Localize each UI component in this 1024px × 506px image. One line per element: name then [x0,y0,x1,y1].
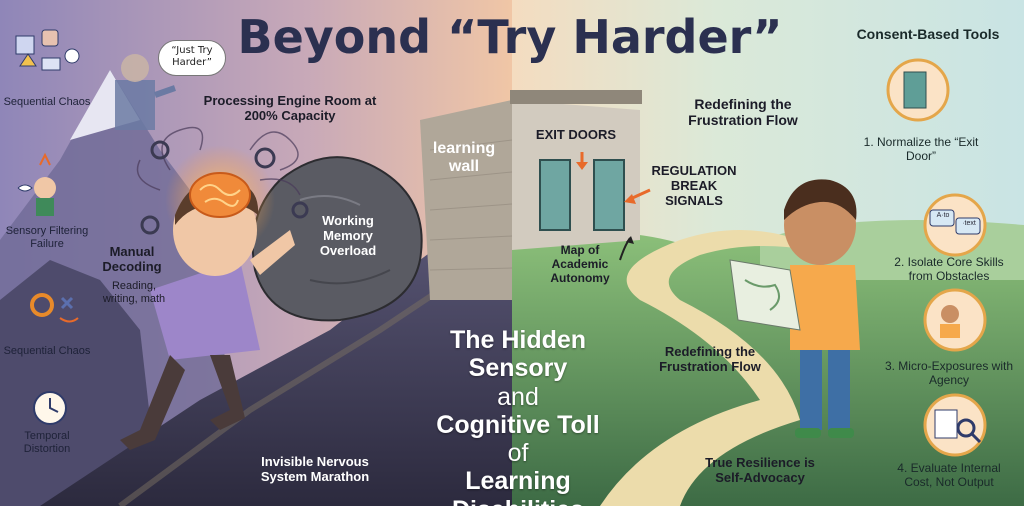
label-learning-wall: learning wall [432,140,496,176]
label-temporal-distortion: Temporal Distortion [23,430,71,455]
tool-2-icon-text-a: A·to [936,212,950,219]
sequential-chaos-bottom-icon [30,293,79,323]
tool-4-label: 4. Evaluate Internal Cost, Not Output [897,461,1001,489]
sensory-filtering-icon [17,152,56,216]
center-title-line2-bold: Sensory [468,354,568,383]
gear-icon [140,140,309,235]
label-sensory-filtering: Sensory Filtering Failure [5,225,89,250]
brick-wall-side [420,100,512,300]
label-sequential-chaos-bottom: Sequential Chaos [3,345,91,357]
tool-1-label: 1. Normalize the “Exit Door” [863,135,979,163]
label-sequential-chaos-top: Sequential Chaos [3,96,91,108]
page-title: Beyond “Try Harder” [237,10,783,64]
tool-2-icon-text-b: ·text [962,220,976,227]
label-true-resilience: True Resilience is Self-Advocacy [705,455,815,485]
speech-bubble: “Just Try Harder” [158,40,226,76]
label-map-autonomy: Map of Academic Autonomy [550,243,610,285]
exit-door-left [539,159,571,231]
temporal-distortion-icon [33,391,67,425]
label-working-memory: Working Memory Overload [319,213,377,258]
sequential-chaos-top-icon [15,29,80,71]
center-title-line4-light: of [507,439,529,467]
label-manual-decoding: Manual Decoding [102,244,162,274]
label-regulation-break: REGULATION BREAK SIGNALS [651,163,737,208]
child-right-body [790,265,860,350]
label-processing-engine: Processing Engine Room at 200% Capacity [203,93,377,123]
label-invisible-marathon: Invisible Nervous System Marathon [260,454,370,484]
magnifier-checklist-icon [923,393,987,457]
exit-door-right [593,159,625,231]
center-title-line2-light: and [497,382,539,411]
center-title-line5: Disabilities [408,496,628,506]
child-left-body [150,260,260,360]
man-suit [115,80,155,130]
label-manual-decoding-sub: Reading, writing, math [102,280,166,305]
center-title-line3: Cognitive Toll [436,410,600,439]
mountain-front [0,260,160,506]
winding-path [600,230,810,506]
exit-door-icon [886,58,950,122]
tool-3-label: 3. Micro-Exposures with Agency [884,359,1014,387]
brain [189,172,251,218]
agency-person-icon [923,288,987,352]
label-redefining-top: Redefining the Frustration Flow [688,96,798,129]
map [729,259,801,331]
right-panel-heading: Consent-Based Tools [856,26,1000,42]
text-convert-icon [923,193,987,257]
label-exit-doors: EXIT DOORS [535,127,617,142]
center-title-line1: The Hidden [449,326,587,354]
center-title: The Hidden Sensory and Cognitive Toll of… [408,326,628,506]
label-redefining-mid: Redefining the Frustration Flow [659,344,761,374]
tool-2-label: 2. Isolate Core Skills from Obstacles [894,255,1004,283]
center-title-line4-bold: Learning [465,467,571,496]
